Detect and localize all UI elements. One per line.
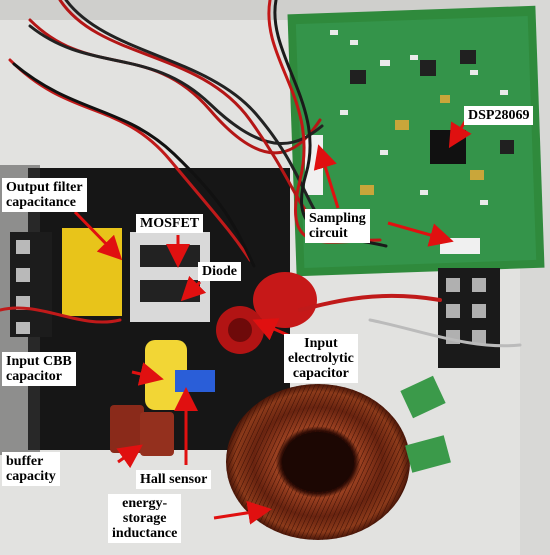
arrow-diode xyxy=(180,275,207,302)
label-dsp-text: DSP28069 xyxy=(468,108,530,123)
label-output-filter-line1: Output filter xyxy=(6,180,83,195)
arrow-output-filter xyxy=(73,210,123,261)
buffer-capacitors xyxy=(110,405,174,456)
arrow-sampling-2 xyxy=(313,144,340,209)
arrow-dsp xyxy=(448,119,472,149)
label-input-cbb-line1: Input CBB xyxy=(6,354,72,369)
label-energy-line3: inductance xyxy=(112,526,178,541)
terminal-block-left xyxy=(10,232,52,337)
hall-sensor-part xyxy=(175,370,215,392)
label-energy-storage: energy- storage inductance xyxy=(108,494,182,543)
label-buffer: buffer capacity xyxy=(2,452,60,486)
arrow-sampling-1 xyxy=(387,221,454,247)
label-hall: Hall sensor xyxy=(136,470,212,489)
arrow-input-cbb xyxy=(131,362,164,386)
arrow-buffer xyxy=(116,444,143,469)
label-diode-text: Diode xyxy=(202,264,237,279)
dsp-board xyxy=(287,5,545,277)
label-sampling-line1: Sampling xyxy=(309,211,366,226)
label-mosfet-text: MOSFET xyxy=(140,216,200,231)
label-diode: Diode xyxy=(198,262,241,281)
label-energy-line1: energy- xyxy=(122,496,168,511)
label-buffer-line2: capacity xyxy=(6,469,56,484)
terminal-block-right xyxy=(438,268,500,368)
label-hall-text: Hall sensor xyxy=(140,472,208,487)
label-input-electrolytic-line3: capacitor xyxy=(292,366,349,381)
toroidal-inductor xyxy=(226,384,410,540)
label-dsp: DSP28069 xyxy=(464,106,534,125)
label-output-filter-line2: capacitance xyxy=(6,195,76,210)
label-input-cbb-line2: capacitor xyxy=(6,369,62,384)
label-buffer-line1: buffer xyxy=(6,454,44,469)
label-energy-line2: storage xyxy=(122,511,167,526)
label-input-electrolytic: Input electrolytic capacitor xyxy=(284,334,358,383)
label-sampling: Sampling circuit xyxy=(305,209,370,243)
arrow-electrolytic xyxy=(252,318,291,341)
label-output-filter: Output filter capacitance xyxy=(2,178,87,212)
label-input-electrolytic-line2: electrolytic xyxy=(288,351,354,366)
label-sampling-line2: circuit xyxy=(309,226,348,241)
label-input-electrolytic-line1: Input xyxy=(304,336,338,351)
electrolytic-capacitor xyxy=(216,272,317,354)
label-input-cbb: Input CBB capacitor xyxy=(2,352,76,386)
label-mosfet: MOSFET xyxy=(136,214,204,233)
arrow-energy xyxy=(213,500,272,525)
